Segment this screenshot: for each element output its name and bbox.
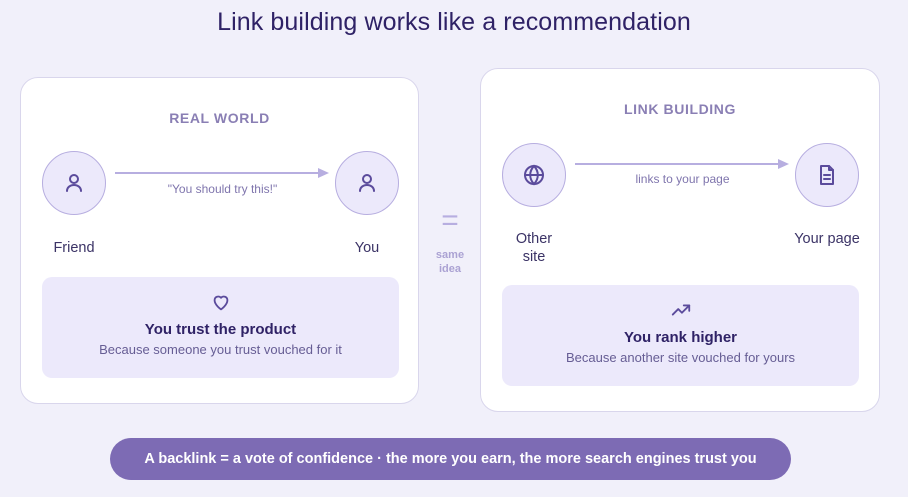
link-building-heading: LINK BUILDING — [623, 101, 736, 117]
result-title: You trust the product — [144, 321, 297, 338]
you-node — [335, 151, 399, 215]
result-title: You rank higher — [623, 329, 738, 346]
globe-icon — [524, 164, 544, 186]
recommendation-arrow — [115, 167, 330, 179]
trending-up-icon — [671, 304, 690, 316]
result-box: You rank higher Because another site vou… — [502, 285, 859, 386]
arrow-label: links to your page — [635, 172, 730, 186]
same-idea-label: same idea — [435, 249, 465, 275]
friend-label: Friend — [53, 240, 95, 256]
page-title: Link building works like a recommendatio… — [217, 8, 691, 36]
real-world-heading: REAL WORLD — [169, 110, 270, 126]
link-building-card: LINK BUILDING links to your page Other s… — [480, 68, 880, 412]
equals-sign: = — [441, 204, 459, 237]
you-label: You — [354, 240, 380, 256]
person-icon — [359, 174, 375, 192]
arrow-label: "You should try this!" — [167, 182, 278, 196]
real-world-card: REAL WORLD "You should try this!" Friend… — [20, 77, 419, 404]
document-icon — [820, 165, 834, 185]
result-box: You trust the product Because someone yo… — [42, 277, 399, 378]
link-arrow — [575, 158, 790, 170]
friend-node — [42, 151, 106, 215]
result-subtitle: Because someone you trust vouched for it — [99, 342, 342, 357]
other-site-label: Other site — [515, 231, 553, 265]
summary-banner: A backlink = a vote of confidence · the … — [110, 438, 791, 480]
other-site-node — [502, 143, 566, 207]
your-page-node — [795, 143, 859, 207]
heart-icon — [213, 295, 228, 311]
your-page-label: Your page — [794, 231, 860, 247]
result-subtitle: Because another site vouched for yours — [565, 350, 796, 365]
person-icon — [66, 174, 82, 192]
